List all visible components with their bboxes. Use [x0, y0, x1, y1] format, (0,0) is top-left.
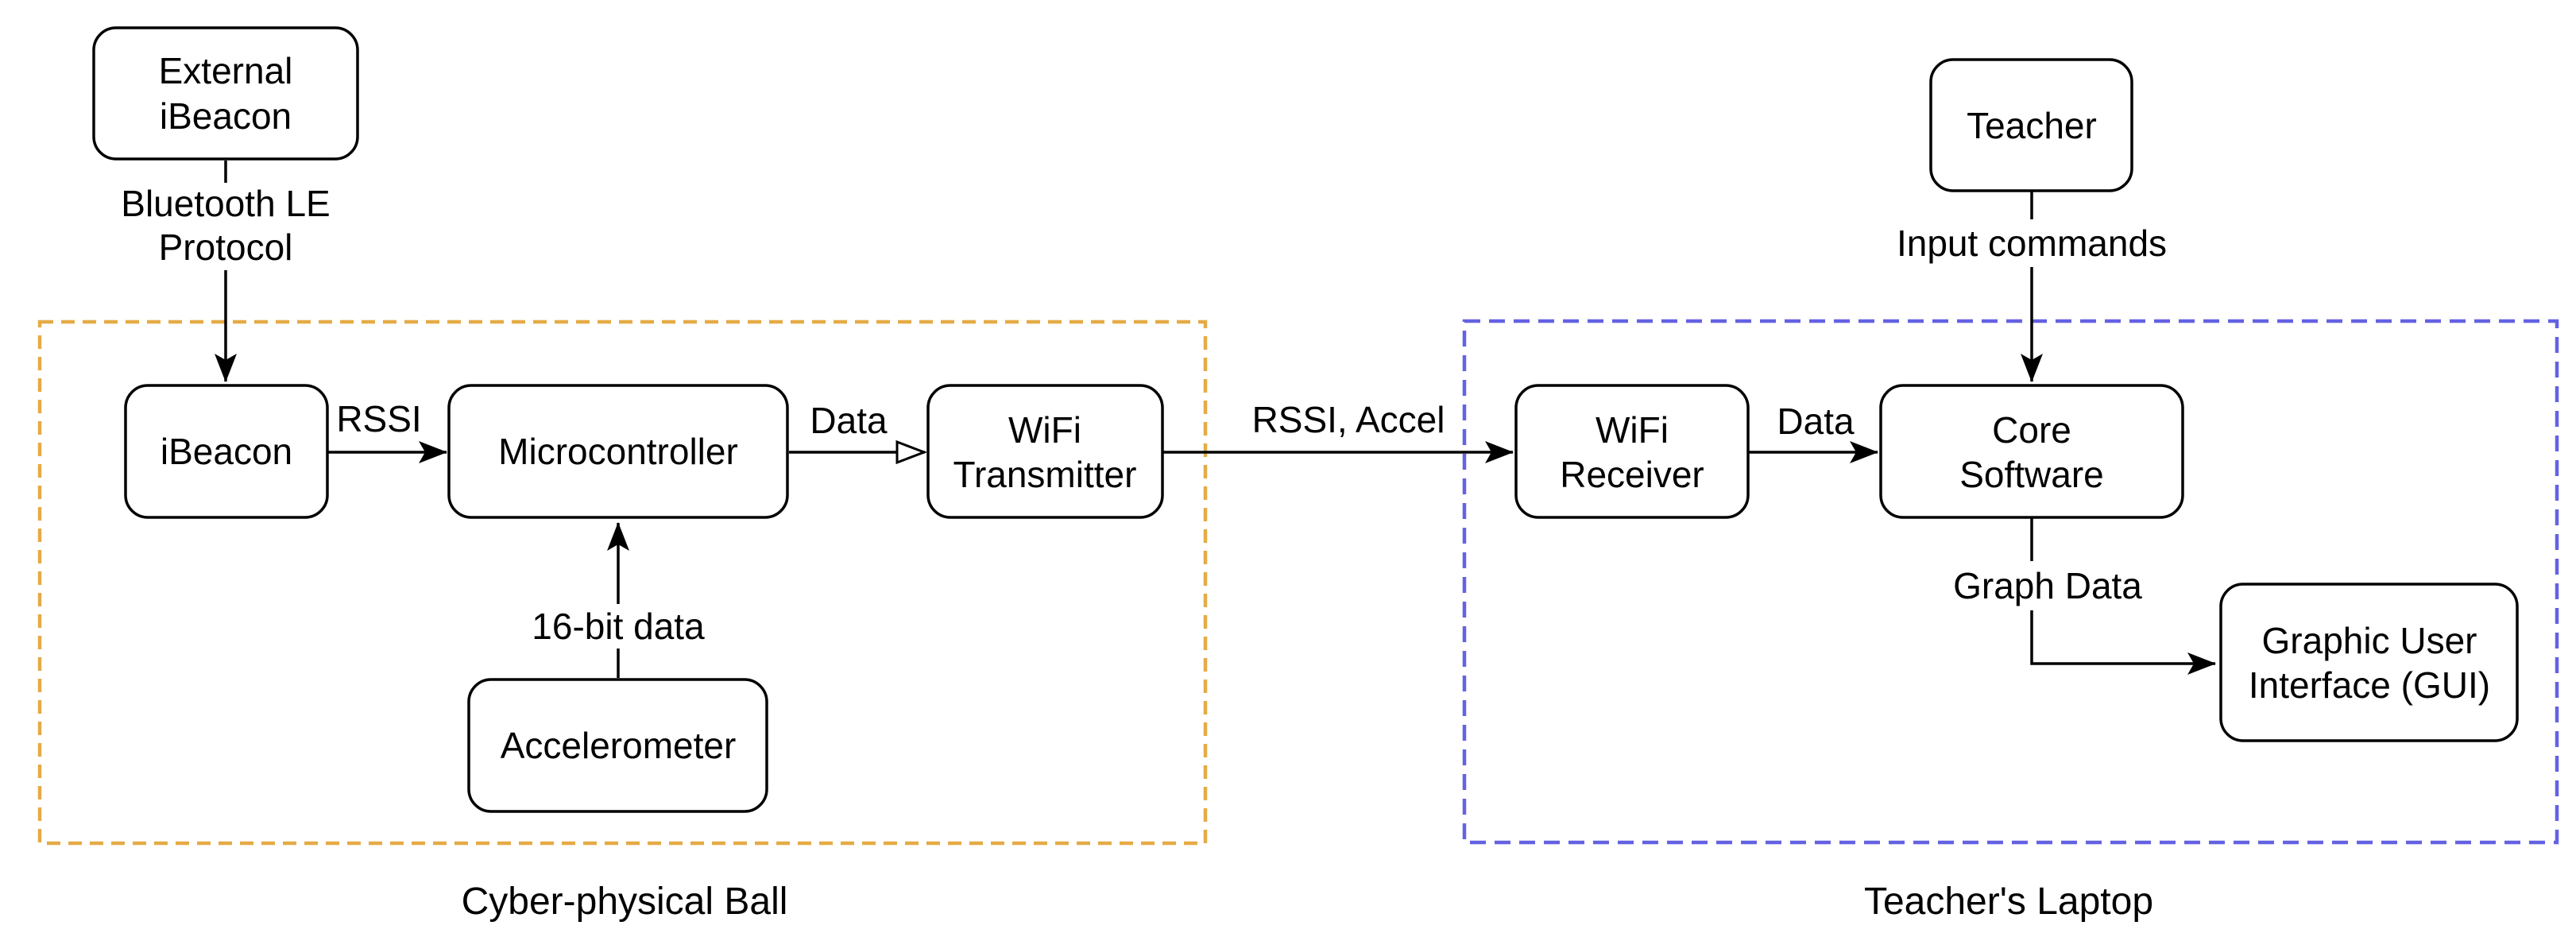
wifi-receiver-box — [1514, 384, 1750, 519]
microcontroller-box — [447, 384, 789, 519]
node-microcontroller: Microcontroller — [447, 384, 789, 519]
teachers-laptop-container — [1462, 319, 2559, 845]
gui-label-line1: Graphic User — [2262, 620, 2477, 661]
core-software-box — [1879, 384, 2184, 519]
cyber-physical-ball-label: Cyber-physical Ball — [462, 881, 788, 923]
bluetooth-le-label-line1: Bluetooth LE — [121, 183, 330, 224]
external-ibeacon-box — [92, 26, 359, 161]
edge-core-gui-arrow — [2030, 610, 2216, 675]
node-external-ibeacon: External iBeacon — [92, 26, 359, 161]
ibeacon-label: iBeacon — [161, 431, 292, 472]
wifi-transmitter-label-line2: Transmitter — [953, 454, 1137, 495]
data-label-transmitter: Data — [810, 400, 888, 441]
node-accelerometer: Accelerometer — [467, 678, 768, 813]
gui-box — [2219, 583, 2519, 742]
accelerometer-label: Accelerometer — [501, 725, 737, 766]
core-software-label-line1: Core — [1992, 409, 2071, 451]
data-label-core: Data — [1777, 401, 1855, 442]
sixteen-bit-data-label: 16-bit data — [532, 606, 705, 647]
wifi-transmitter-label-line1: WiFi — [1008, 409, 1081, 451]
external-ibeacon-label-line1: External — [159, 50, 293, 91]
ibeacon-box — [124, 384, 329, 519]
teachers-laptop-label: Teacher's Laptop — [1864, 881, 2153, 923]
wifi-transmitter-box — [926, 384, 1164, 519]
node-ibeacon: iBeacon — [124, 384, 329, 519]
teacher-label: Teacher — [1967, 105, 2097, 146]
input-commands-label: Input commands — [1897, 223, 2167, 264]
accelerometer-box — [467, 678, 768, 813]
gui-label-line2: Interface (GUI) — [2249, 664, 2490, 706]
external-ibeacon-label-line2: iBeacon — [160, 95, 292, 137]
graph-data-label: Graph Data — [1953, 565, 2142, 606]
microcontroller-label: Microcontroller — [498, 431, 738, 472]
rssi-accel-label: RSSI, Accel — [1252, 399, 1445, 440]
node-core-software: Core Software — [1879, 384, 2184, 519]
node-gui: Graphic User Interface (GUI) — [2219, 583, 2519, 742]
bluetooth-le-label-line2: Protocol — [159, 227, 293, 268]
rssi-label: RSSI — [336, 398, 421, 439]
node-wifi-transmitter: WiFi Transmitter — [926, 384, 1164, 519]
wifi-receiver-label-line1: WiFi — [1595, 409, 1669, 451]
node-wifi-receiver: WiFi Receiver — [1514, 384, 1750, 519]
core-software-label-line2: Software — [1959, 454, 2104, 495]
cyber-physical-ball-container — [37, 319, 1208, 846]
wifi-receiver-label-line2: Receiver — [1560, 454, 1704, 495]
teacher-box — [1929, 58, 2133, 192]
node-teacher: Teacher — [1929, 58, 2133, 192]
